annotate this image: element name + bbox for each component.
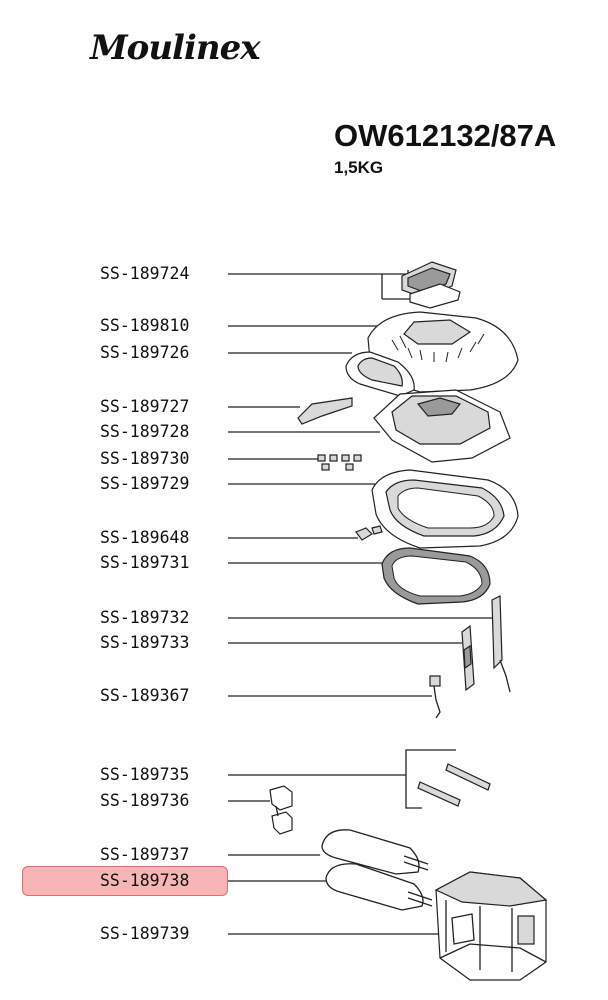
control-board-icon bbox=[491, 595, 511, 693]
part-label-ss-189736[interactable]: SS-189736 bbox=[100, 791, 190, 810]
side-panel-icon bbox=[461, 624, 475, 692]
part-label-ss-189737[interactable]: SS-189737 bbox=[100, 845, 190, 864]
part-label-ss-189735[interactable]: SS-189735 bbox=[100, 765, 190, 784]
part-label-ss-189728[interactable]: SS-189728 bbox=[100, 422, 190, 441]
small-clip-icon bbox=[355, 525, 383, 541]
part-label-ss-189730[interactable]: SS-189730 bbox=[100, 449, 190, 468]
brackets-icon bbox=[269, 785, 293, 835]
part-label-ss-189739[interactable]: SS-189739 bbox=[100, 924, 190, 943]
lid-housing-icon bbox=[373, 389, 511, 463]
inner-lid-frame-icon bbox=[345, 351, 415, 397]
handle-icon bbox=[297, 397, 353, 425]
heating-element-upper-icon bbox=[321, 829, 429, 875]
screws-icon bbox=[317, 454, 362, 471]
seal-ring-icon bbox=[381, 547, 491, 605]
lid-gasket-frame-icon bbox=[371, 469, 519, 549]
part-label-ss-189733[interactable]: SS-189733 bbox=[100, 633, 190, 652]
part-label-ss-189732[interactable]: SS-189732 bbox=[100, 608, 190, 627]
capacity-label: 1,5KG bbox=[334, 158, 384, 177]
sensor-icon bbox=[429, 675, 441, 719]
part-label-ss-189731[interactable]: SS-189731 bbox=[100, 553, 190, 572]
part-label-ss-189729[interactable]: SS-189729 bbox=[100, 474, 190, 493]
baking-chamber-icon bbox=[434, 871, 548, 981]
part-label-ss-189367[interactable]: SS-189367 bbox=[100, 686, 190, 705]
part-label-ss-189727[interactable]: SS-189727 bbox=[100, 397, 190, 416]
heating-rods-icon bbox=[417, 763, 491, 807]
lid-window-icon bbox=[401, 261, 461, 309]
part-label-ss-189810[interactable]: SS-189810 bbox=[100, 316, 190, 335]
part-label-ss-189726[interactable]: SS-189726 bbox=[100, 343, 190, 362]
selected-part-highlight bbox=[22, 866, 228, 896]
part-label-ss-189648[interactable]: SS-189648 bbox=[100, 528, 190, 547]
heating-element-lower-icon bbox=[325, 863, 433, 911]
model-number: OW612132/87A bbox=[334, 118, 557, 153]
part-label-ss-189738[interactable]: SS-189738 bbox=[100, 871, 190, 890]
brand-logo: Moulinex bbox=[90, 28, 260, 68]
part-label-ss-189724[interactable]: SS-189724 bbox=[100, 264, 190, 283]
